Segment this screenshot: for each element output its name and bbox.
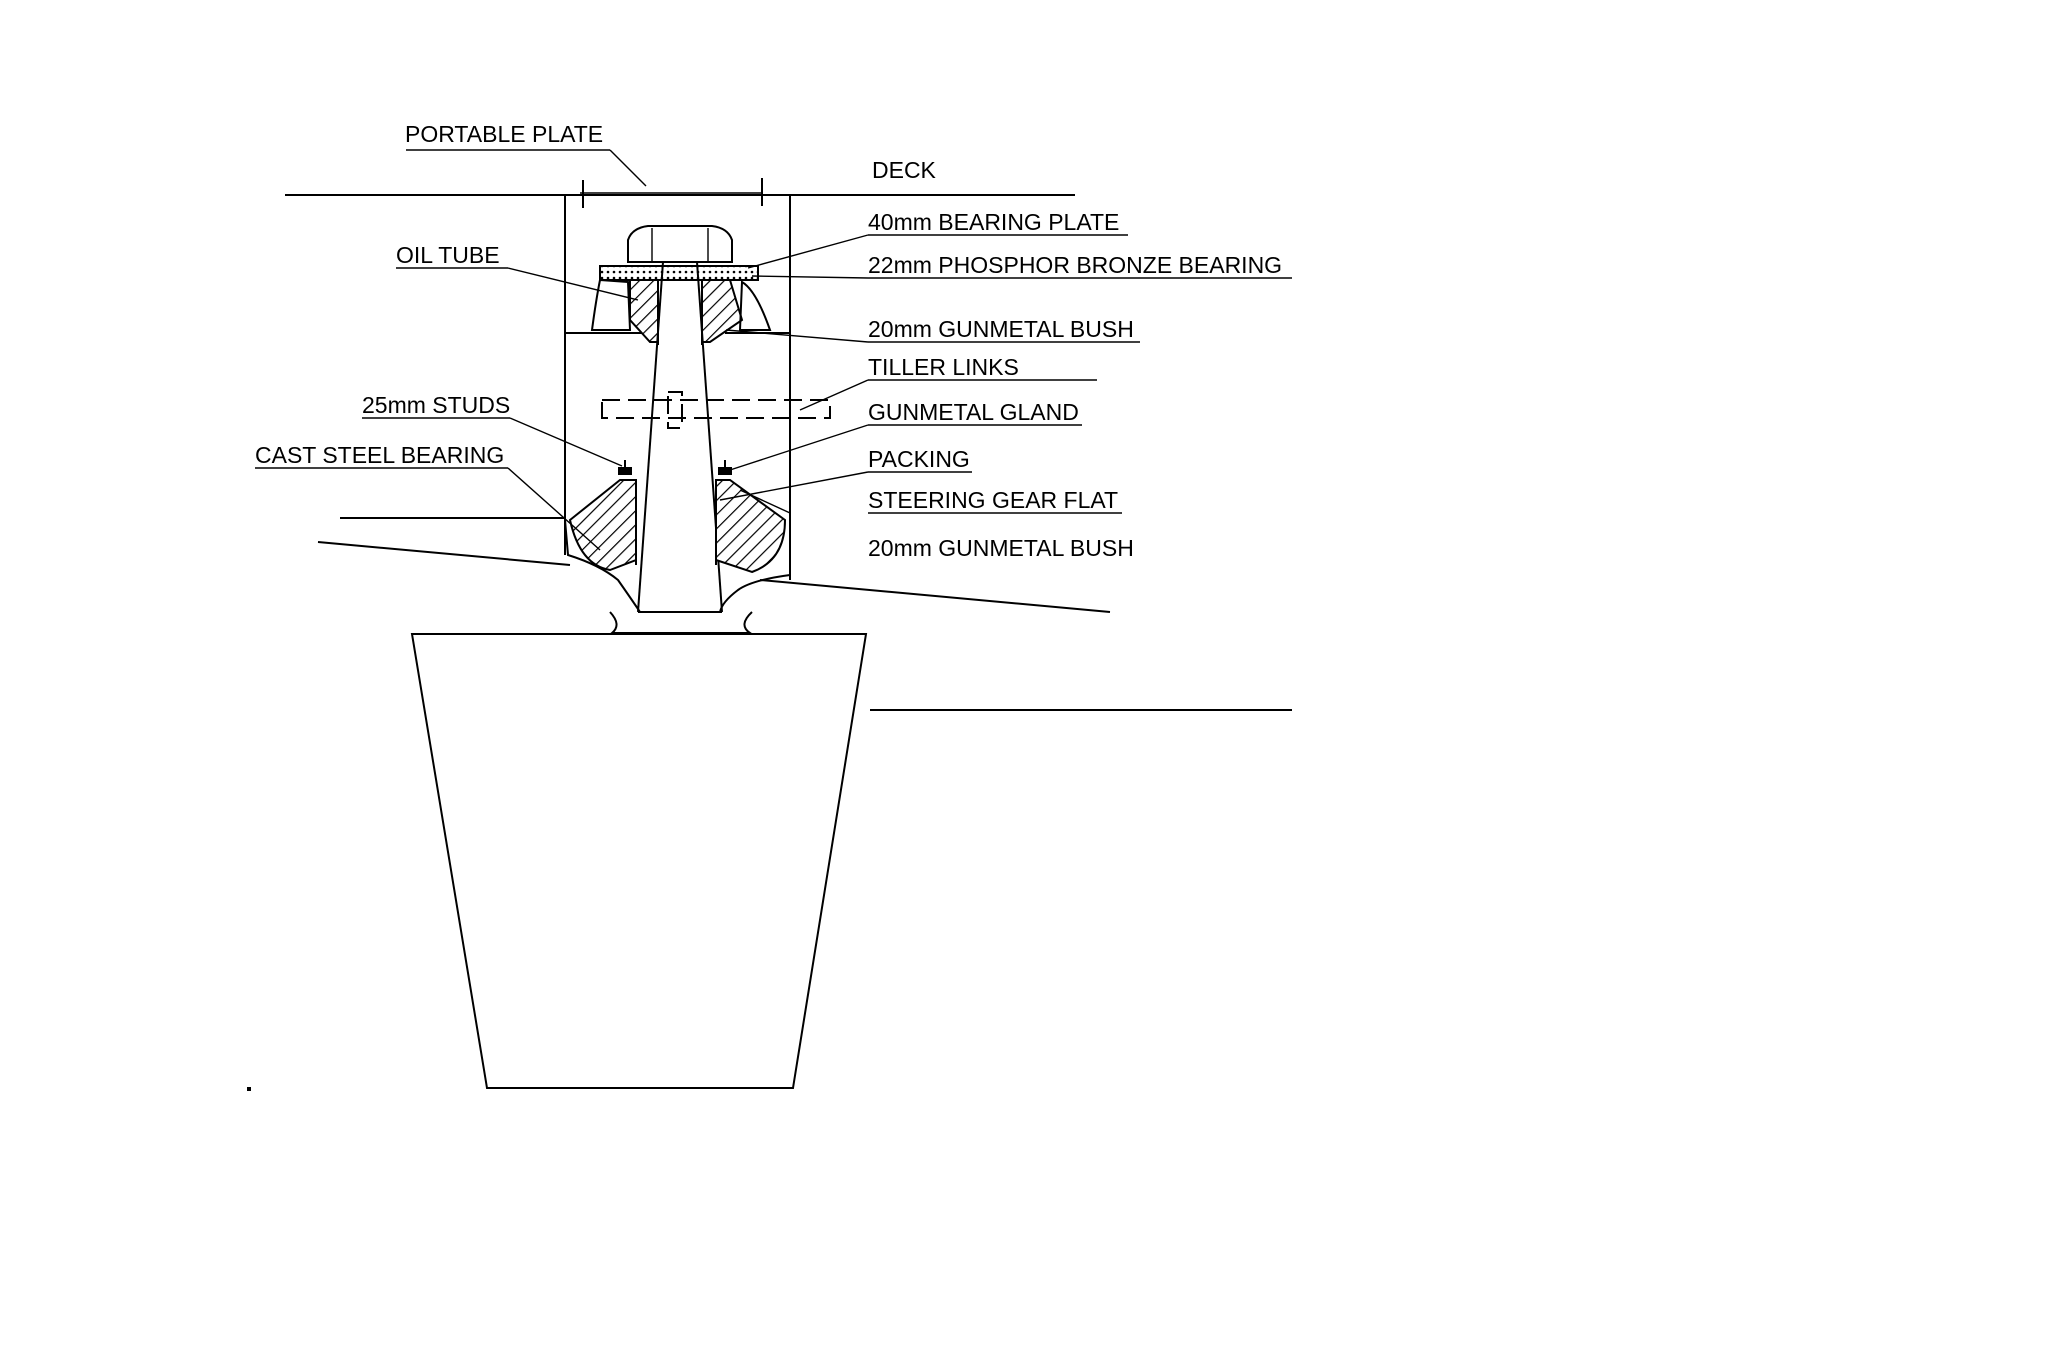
label-packing: PACKING — [868, 446, 970, 472]
upper-housing-right — [738, 280, 772, 331]
label-bearing-plate: 40mm BEARING PLATE — [868, 209, 1119, 235]
top-nut — [627, 225, 733, 263]
label-gunmetal-bush-lower: 20mm GUNMETAL BUSH — [868, 535, 1134, 561]
label-gunmetal-bush-upper: 20mm GUNMETAL BUSH — [868, 316, 1134, 342]
hull-bottom-right — [759, 579, 1111, 613]
label-tiller-links: TILLER LINKS — [868, 354, 1019, 380]
labels: PORTABLE PLATE DECK 40mm BEARING PLATE 2… — [255, 121, 1282, 561]
rudder-blade — [410, 611, 1292, 1089]
upper-housing-left — [590, 278, 632, 331]
hull-bottom-left — [317, 541, 571, 566]
rudder-neck — [609, 611, 754, 634]
stud-right — [718, 467, 732, 475]
upper-bearing-assembly — [590, 225, 772, 345]
label-studs: 25mm STUDS — [362, 392, 510, 418]
tiller-links — [601, 391, 831, 429]
label-gunmetal-gland: GUNMETAL GLAND — [868, 399, 1079, 425]
label-deck: DECK — [872, 157, 937, 183]
hull — [317, 517, 1111, 613]
stock-left-edge — [637, 261, 664, 613]
label-steering-gear-flat: STEERING GEAR FLAT — [868, 487, 1118, 513]
cast-steel-bearing-right — [715, 479, 787, 574]
lower-bearing-assembly — [564, 460, 791, 613]
rudder-blade-outline — [410, 633, 868, 1089]
label-portable-plate: PORTABLE PLATE — [405, 121, 603, 147]
cast-steel-bearing-left — [568, 479, 637, 572]
stud-left — [618, 467, 632, 475]
bearing-plate — [599, 265, 759, 281]
label-phosphor-bronze-bearing: 22mm PHOSPHOR BRONZE BEARING — [868, 252, 1282, 278]
housing-left-curve — [564, 519, 641, 613]
stray-dot — [247, 1087, 251, 1091]
label-oil-tube: OIL TUBE — [396, 242, 500, 268]
housing-right-curve — [719, 520, 791, 613]
leader-lines — [255, 149, 1292, 551]
label-cast-steel-bearing: CAST STEEL BEARING — [255, 442, 504, 468]
